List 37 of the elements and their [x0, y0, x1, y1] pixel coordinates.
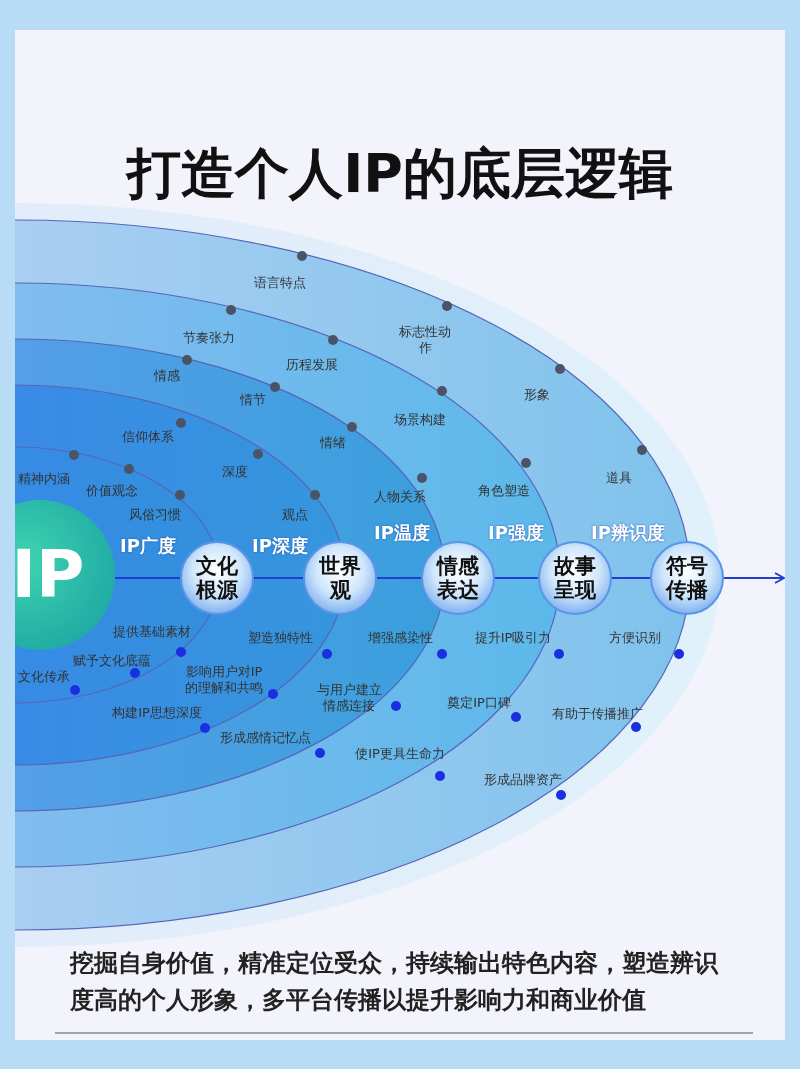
caption: 挖掘自身价值，精准定位受众，持续输出特色内容，塑造辨识度高的个人形象，多平台传播以提升影响力和商业价值	[70, 948, 720, 1017]
effect-label: 塑造独特性	[247, 629, 313, 647]
keyword-label: 情节	[240, 391, 266, 409]
effect-label: 与用户建立情感连接	[315, 681, 383, 715]
flow-arrow	[723, 572, 785, 584]
keyword-label: 道具	[606, 469, 632, 487]
effect-label: 赋予文化底蕴	[73, 652, 151, 670]
keyword-label: 场景构建	[394, 411, 446, 429]
keyword-label: 精神内涵	[18, 470, 70, 488]
effect-label: 提供基础素材	[113, 623, 191, 641]
effect-label: 文化传承	[18, 668, 70, 686]
keyword-label: 语言特点	[254, 274, 306, 292]
keyword-label: 角色塑造	[478, 482, 530, 500]
band-title: IP广度	[120, 534, 176, 558]
keyword-label: 历程发展	[286, 356, 338, 374]
keyword-label: 情感	[154, 367, 180, 385]
effect-label: 构建IP思想深度	[112, 704, 202, 722]
keyword-label: 信仰体系	[122, 428, 174, 446]
effect-label: 使IP更具生命力	[355, 745, 445, 763]
keyword-label: 形象	[524, 386, 550, 404]
title: 打造个人IP的底层逻辑	[124, 141, 674, 207]
effect-label: 影响用户对IP的理解和共鸣	[184, 663, 264, 697]
keyword-label: 深度	[222, 463, 248, 481]
effect-label: 形成感情记忆点	[219, 729, 311, 747]
effect-label: 奠定IP口碑	[447, 694, 511, 712]
effect-label: 提升IP吸引力	[474, 629, 552, 647]
keyword-label: 风俗习惯	[129, 506, 181, 524]
effect-label: 形成品牌资产	[484, 771, 562, 789]
keyword-label: 节奏张力	[183, 329, 235, 347]
keyword-label: 观点	[282, 506, 308, 524]
effect-label: 增强感染性	[367, 629, 433, 647]
keyword-label: 标志性动作	[398, 323, 452, 357]
keyword-label: 价值观念	[86, 482, 138, 500]
keyword-label: 人物关系	[374, 488, 426, 506]
keyword-label: 情绪	[320, 434, 346, 452]
effect-label: 方便识别	[609, 629, 661, 647]
effect-label: 有助于传播推广	[551, 705, 643, 723]
